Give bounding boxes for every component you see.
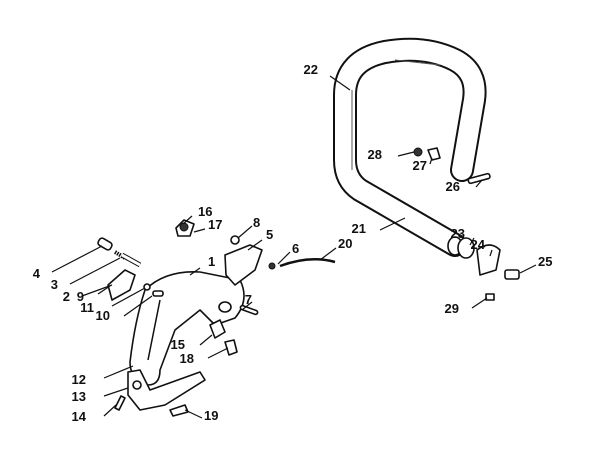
part-label-4: 4 [33, 266, 41, 281]
leader-line-23 [469, 237, 475, 246]
leader-line-10 [123, 295, 153, 317]
part-label-21: 21 [352, 221, 366, 236]
part-label-18: 18 [180, 351, 194, 366]
part-label-26: 26 [446, 179, 460, 194]
part-label-1: 1 [208, 254, 215, 269]
leader-line-12 [103, 365, 134, 379]
leader-line-9 [97, 285, 111, 295]
part-label-12: 12 [72, 372, 86, 387]
leader-line-26 [475, 179, 483, 188]
leader-line-7 [241, 301, 253, 311]
leader-line-2 [81, 284, 113, 297]
small-parts [97, 147, 520, 417]
rear-handle-part [127, 271, 245, 411]
leader-line-22 [329, 75, 351, 91]
leader-line-8 [237, 225, 253, 239]
part-label-10: 10 [96, 308, 110, 323]
leader-line-21 [379, 217, 406, 231]
leader-line-20 [319, 247, 337, 261]
part-label-6: 6 [292, 241, 299, 256]
leader-line-6 [277, 251, 291, 265]
part-label-5: 5 [266, 227, 273, 242]
leader-line-28 [397, 151, 415, 157]
leader-line-25 [519, 264, 537, 274]
leader-line-16 [182, 215, 193, 225]
leader-line-27 [429, 157, 433, 165]
leader-line-14 [103, 404, 117, 417]
part-label-14: 14 [72, 409, 87, 424]
part-label-13: 13 [72, 389, 86, 404]
leader-line-18 [207, 347, 229, 359]
part-label-29: 29 [445, 301, 459, 316]
part-label-24: 24 [471, 237, 486, 252]
part-label-19: 19 [204, 408, 218, 423]
part-label-27: 27 [413, 158, 427, 173]
leader-line-29 [471, 297, 488, 309]
part-label-11: 11 [80, 300, 94, 315]
leader-line-24 [489, 249, 493, 257]
part-label-22: 22 [304, 62, 318, 77]
leader-line-1 [189, 267, 201, 276]
leader-line-19 [184, 409, 203, 419]
part-label-15: 15 [171, 337, 185, 352]
part-label-7: 7 [245, 292, 252, 307]
leader-line-13 [103, 387, 129, 397]
part-label-9: 9 [77, 289, 84, 304]
part-label-8: 8 [253, 215, 260, 230]
part-label-2: 2 [63, 289, 70, 304]
part-label-17: 17 [208, 217, 222, 232]
leader-line-4 [51, 245, 103, 273]
part-label-25: 25 [538, 254, 552, 269]
part-labels: 1234567891011121314151617181920212223242… [33, 62, 553, 424]
part-label-28: 28 [368, 147, 382, 162]
part-label-3: 3 [51, 277, 58, 292]
part-label-23: 23 [451, 226, 465, 241]
leader-line-11 [111, 287, 146, 307]
leader-line-5 [247, 239, 263, 251]
leader-line-3 [69, 257, 121, 285]
leader-line-17 [193, 228, 206, 233]
part-label-20: 20 [338, 236, 352, 251]
part-label-16: 16 [198, 204, 212, 219]
leader-line-15 [199, 334, 213, 346]
